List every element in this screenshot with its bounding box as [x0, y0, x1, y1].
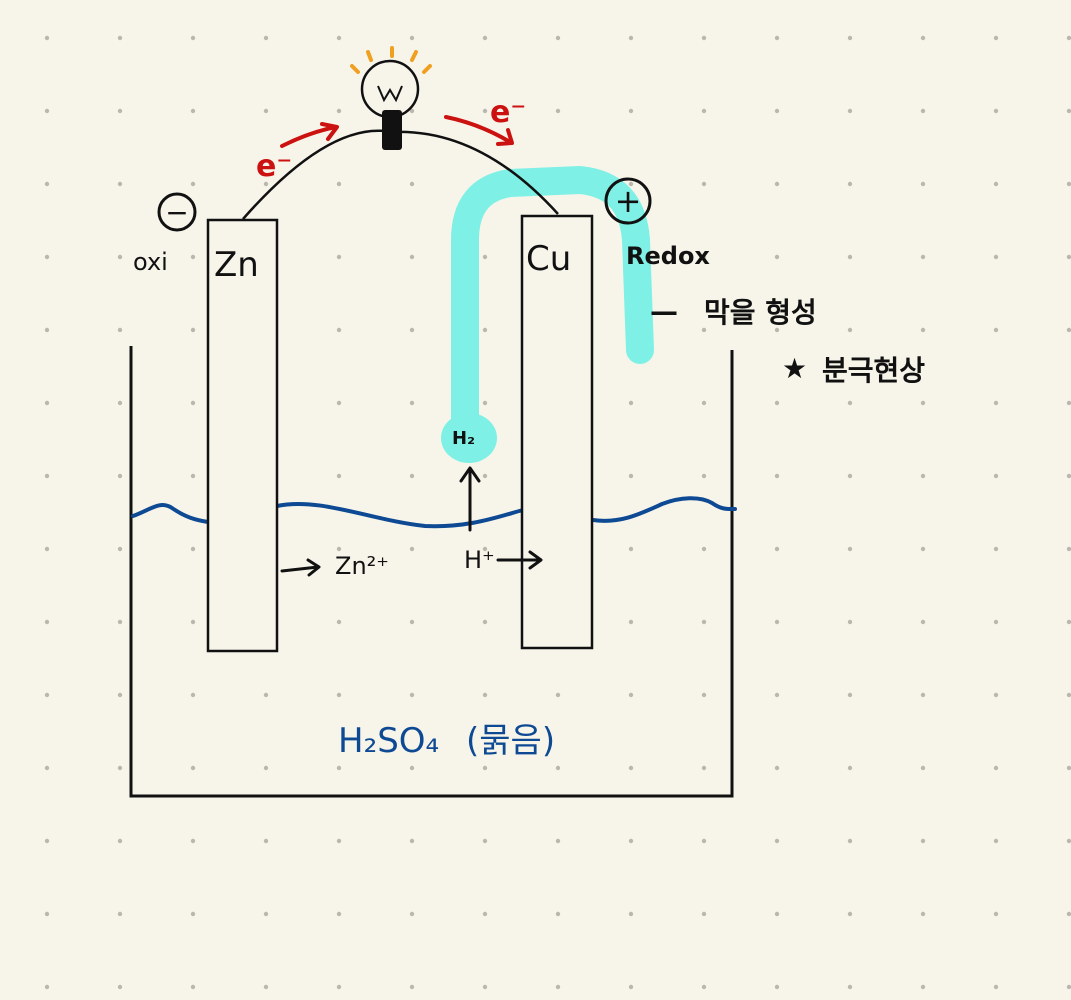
zinc-electrode [206, 218, 279, 653]
polarization-note: 분극현상 [822, 354, 925, 387]
cathode-process-label: Redox [626, 242, 710, 270]
svg-text:−: − [165, 196, 188, 229]
film-note-dash: — [650, 295, 678, 328]
zinc-ion-label: Zn²⁺ [335, 552, 389, 580]
anode-metal-label: Zn [214, 245, 259, 285]
electron-label-left: e⁻ [256, 149, 292, 184]
svg-text:+: + [615, 182, 642, 220]
zinc-ion-arrow [280, 558, 321, 577]
cathode-metal-label: Cu [526, 239, 571, 279]
electrolyte-note: (묽음) [466, 721, 555, 761]
electrolyte-formula: H₂SO₄ [338, 721, 439, 761]
hydrogen-ion-arrow [496, 550, 543, 570]
star-icon: ★ [782, 352, 807, 385]
electron-arrow-left [280, 122, 339, 148]
bubble-rise-arrow [459, 466, 481, 532]
light-bulb-icon [350, 46, 432, 150]
electron-arrow-right [444, 115, 514, 146]
anode-process-label: oxi [133, 248, 168, 276]
electron-label-right: e⁻ [490, 95, 526, 130]
hydrogen-gas-label: H₂ [452, 428, 475, 449]
beaker [129, 346, 734, 798]
hydrogen-highlight-path [451, 166, 654, 454]
solution-surface [131, 496, 737, 529]
copper-electrode [520, 214, 594, 650]
film-note: 막을 형성 [704, 296, 817, 329]
hydrogen-ion-label: H⁺ [464, 546, 495, 574]
plus-sign-icon: + [604, 177, 652, 225]
hydrogen-bubble [441, 413, 497, 463]
minus-sign-icon: − [157, 192, 197, 232]
